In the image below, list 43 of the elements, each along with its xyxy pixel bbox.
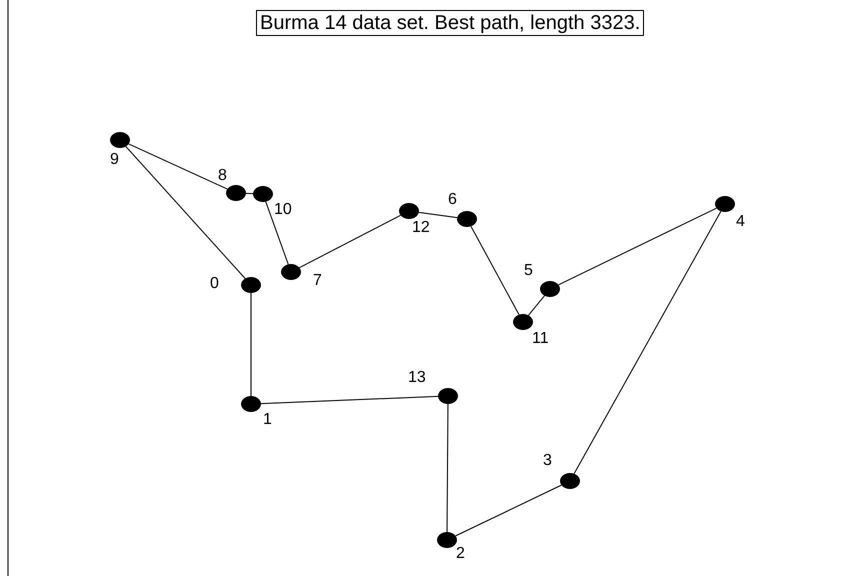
city-dot — [438, 388, 458, 404]
node-label: 3 — [543, 452, 552, 470]
city-dot — [540, 281, 560, 297]
node-label: 1 — [263, 411, 272, 429]
node-label: 6 — [448, 191, 457, 209]
node-label: 8 — [218, 167, 227, 185]
city-dot — [110, 132, 130, 148]
path-line — [418, 212, 458, 218]
node-label: 13 — [408, 369, 426, 387]
path-line — [558, 208, 717, 286]
city-dot — [513, 314, 533, 330]
path-line — [246, 192, 254, 194]
title: Burma 14 data set. Best path, length 3323. — [256, 10, 644, 36]
city-dot — [437, 532, 457, 548]
path-line — [470, 226, 520, 316]
city-dot — [226, 185, 246, 201]
node-label: 7 — [313, 272, 322, 290]
node-label: 12 — [412, 219, 430, 237]
node-label: 0 — [210, 275, 219, 293]
city-dot — [560, 473, 580, 489]
path-line — [298, 214, 402, 268]
path-line — [250, 292, 252, 396]
node-label: 11 — [532, 330, 549, 348]
path-line — [265, 201, 289, 265]
city-dot — [399, 203, 419, 219]
path-line — [260, 396, 439, 404]
city-dot — [241, 396, 261, 412]
city-dot — [253, 186, 273, 202]
node-label: 10 — [274, 201, 292, 219]
path-line — [446, 404, 448, 532]
city-dot — [241, 277, 261, 293]
path-line — [528, 295, 546, 316]
path-line — [128, 143, 228, 190]
node-label: 9 — [110, 151, 119, 169]
path-line — [125, 146, 246, 280]
path-line — [574, 210, 722, 474]
city-dot — [281, 264, 301, 280]
path-line — [455, 484, 562, 536]
node-label: 5 — [524, 262, 533, 280]
city-dot — [715, 196, 735, 212]
node-label: 4 — [736, 213, 745, 231]
node-label: 2 — [456, 545, 465, 563]
city-dot — [457, 211, 477, 227]
